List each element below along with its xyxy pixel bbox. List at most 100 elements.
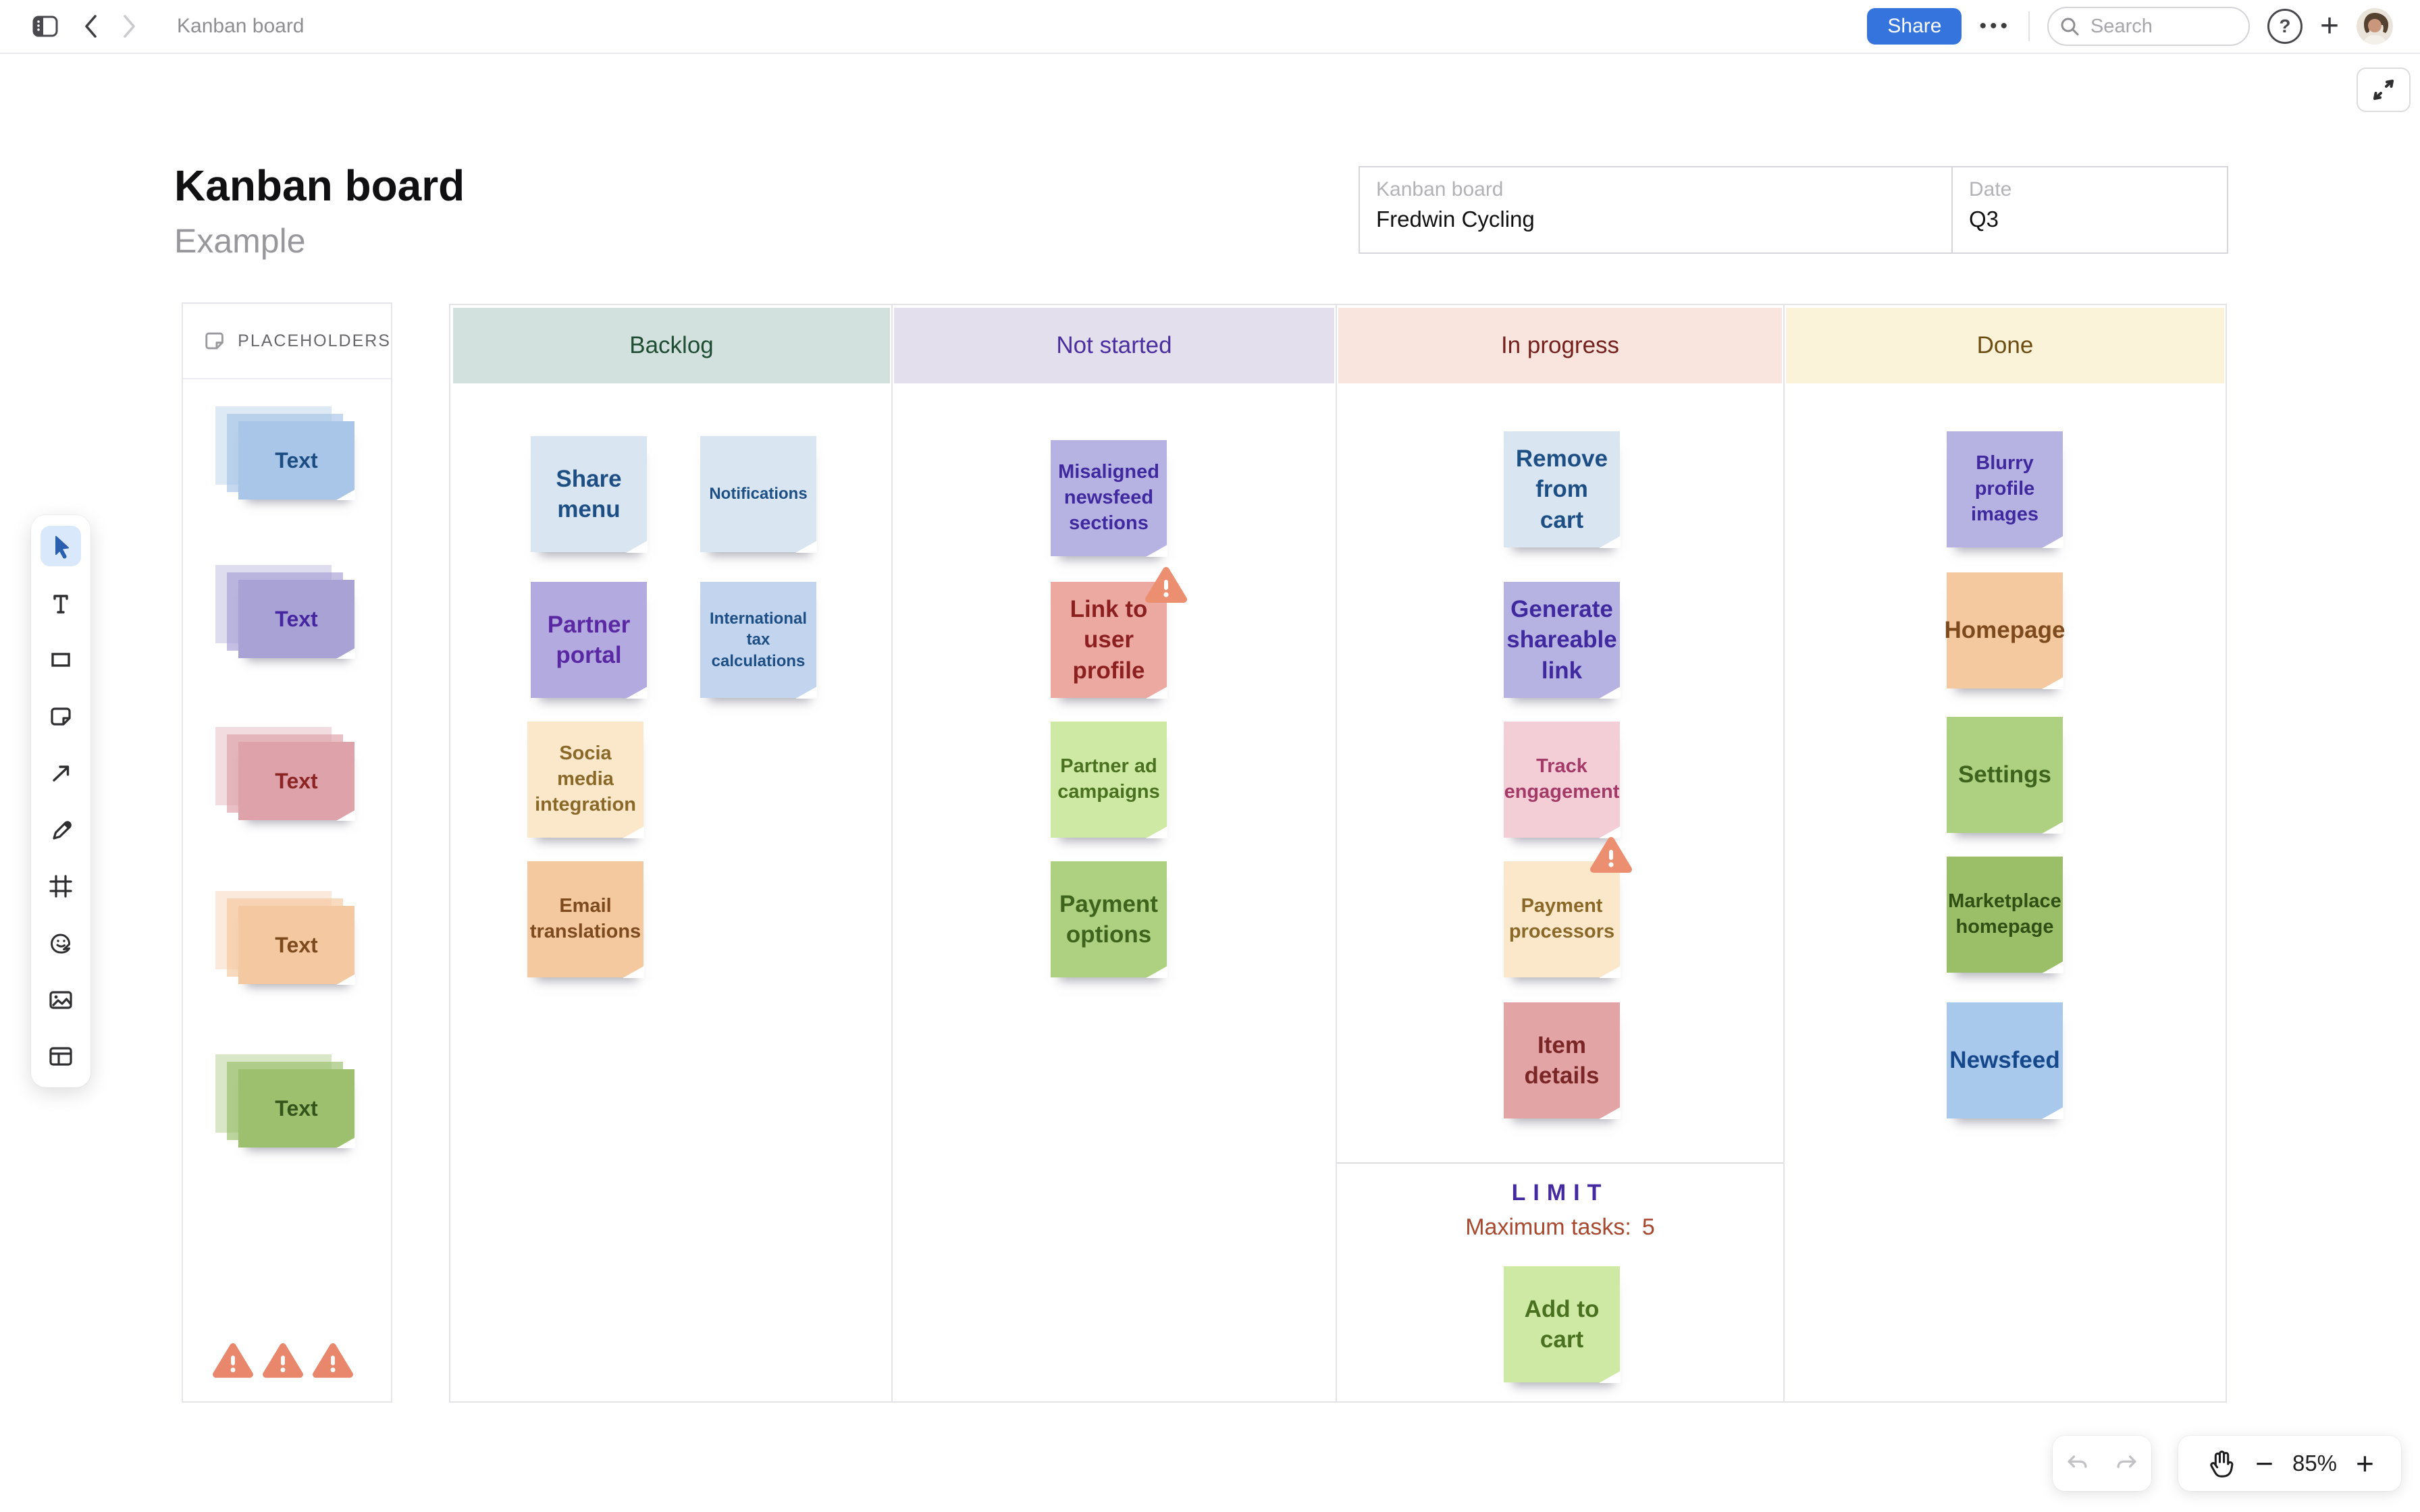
sidebar-toggle-icon[interactable]: [30, 11, 61, 41]
card-label: Newsfeed: [1949, 1047, 2060, 1074]
tool-pen[interactable]: [41, 809, 81, 850]
rectangle-icon: [51, 653, 70, 667]
forward-button[interactable]: [120, 12, 139, 40]
tool-image[interactable]: [41, 979, 81, 1020]
tool-sticky-note[interactable]: [41, 696, 81, 736]
sticky-note-icon: [205, 332, 223, 350]
card-item-details[interactable]: Item details: [1504, 1002, 1621, 1119]
card-remove-from-cart[interactable]: Remove from cart: [1504, 431, 1621, 548]
card-share-menu[interactable]: Share menu: [531, 436, 648, 553]
image-icon: [49, 991, 72, 1009]
chevron-right-icon: [124, 15, 135, 38]
limit-block: LIMIT Maximum tasks:5: [1337, 1180, 1783, 1241]
column-header-in-progress[interactable]: In progress: [1338, 308, 1782, 383]
tool-table[interactable]: [41, 1036, 81, 1077]
expand-icon: [2373, 80, 2394, 100]
stack-front-card: Text: [238, 421, 355, 500]
tool-shape[interactable]: [41, 639, 81, 680]
cursor-icon: [55, 536, 69, 559]
tool-frame[interactable]: [41, 866, 81, 907]
card-track-engagement[interactable]: Track engagement: [1504, 722, 1621, 838]
limit-title: LIMIT: [1511, 1180, 1609, 1206]
placeholders-panel: PLACEHOLDERS Text Text Text Text Text: [182, 302, 392, 1403]
meta-date-value: Q3: [1969, 207, 1999, 232]
placeholder-stack-orange[interactable]: Text: [215, 891, 355, 985]
card-label: Link to user profile: [1070, 595, 1148, 684]
card-newsfeed[interactable]: Newsfeed: [1947, 1002, 2063, 1119]
card-homepage[interactable]: Homepage: [1944, 572, 2066, 689]
placeholder-stack-purple[interactable]: Text: [215, 565, 355, 659]
card-add-to-cart[interactable]: Add to cart: [1504, 1266, 1621, 1383]
card-label: Homepage: [1944, 617, 2066, 644]
tool-arrow[interactable]: [41, 753, 81, 793]
column-header-backlog[interactable]: Backlog: [453, 308, 890, 383]
card-generate-shareable-link[interactable]: Generate shareable link: [1504, 582, 1621, 699]
search-input[interactable]: [2047, 7, 2250, 46]
limit-value: 5: [1641, 1214, 1655, 1240]
redo-button[interactable]: [2112, 1449, 2142, 1478]
card-partner-ad-campaigns[interactable]: Partner ad campaigns: [1051, 722, 1167, 838]
share-button[interactable]: Share: [1867, 8, 1962, 45]
card-notifications[interactable]: Notifications: [700, 436, 817, 553]
stack-front-card: Text: [238, 742, 355, 821]
placeholder-stack-blue[interactable]: Text: [215, 406, 355, 500]
placeholder-stack-red[interactable]: Text: [215, 727, 355, 821]
card-international-tax[interactable]: International tax calculations: [700, 582, 817, 699]
card-label: Add to cart: [1524, 1295, 1600, 1353]
column-label: Backlog: [629, 332, 714, 358]
card-link-to-user-profile[interactable]: Link to user profile: [1051, 567, 1187, 699]
meta-cell-date[interactable]: Date Q3: [1953, 167, 2227, 252]
meta-name-value: Fredwin Cycling: [1376, 207, 1535, 232]
help-icon[interactable]: ?: [2267, 9, 2303, 44]
column-label: Done: [1976, 332, 2034, 358]
more-options-icon[interactable]: •••: [1979, 15, 2011, 37]
stack-label: Text: [275, 932, 318, 957]
column-divider: [1783, 305, 1785, 1401]
sidebar-toggle-glyph: [32, 16, 58, 37]
warning-icon[interactable]: [261, 1342, 305, 1380]
tool-text[interactable]: [41, 583, 81, 623]
card-email-translations[interactable]: Email translations: [527, 861, 644, 978]
card-misaligned-newsfeed[interactable]: Misaligned newsfeed sections: [1051, 440, 1167, 557]
document-title: Kanban board: [177, 15, 305, 37]
tools-palette: [31, 515, 90, 1087]
new-document-icon[interactable]: +: [2319, 8, 2339, 44]
card-settings[interactable]: Settings: [1947, 717, 2063, 834]
placeholder-stack-green[interactable]: Text: [215, 1054, 355, 1148]
card-label: Item details: [1524, 1031, 1600, 1089]
card-label: International tax calculations: [709, 610, 807, 670]
card-marketplace-homepage[interactable]: Marketplace homepage: [1947, 857, 2063, 973]
topbar-left: Kanban board: [0, 11, 305, 41]
tool-sticker[interactable]: [41, 923, 81, 963]
stack-label: Text: [275, 448, 318, 473]
expand-button[interactable]: [2357, 68, 2411, 112]
tool-select[interactable]: [41, 526, 81, 566]
column-divider: [1336, 305, 1337, 1401]
warning-icon[interactable]: [211, 1342, 255, 1380]
pencil-icon: [53, 821, 72, 840]
meta-cell-name[interactable]: Kanban board Fredwin Cycling: [1360, 167, 1953, 252]
zoom-controls: − 85% +: [2178, 1436, 2401, 1491]
pan-tool-button[interactable]: [2205, 1448, 2236, 1479]
zoom-in-button[interactable]: +: [2356, 1446, 2374, 1481]
card-social-media-integration[interactable]: Socia media integration: [527, 722, 644, 838]
zoom-out-button[interactable]: −: [2255, 1446, 2273, 1481]
frame-icon: [49, 875, 72, 898]
card-label: Track engagement: [1504, 755, 1620, 803]
card-blurry-profile-images[interactable]: Blurry profile images: [1947, 431, 2063, 548]
back-button[interactable]: [81, 12, 100, 40]
warning-icon[interactable]: [311, 1342, 354, 1380]
undo-button[interactable]: [2062, 1449, 2092, 1478]
card-payment-processors[interactable]: Payment processors: [1504, 837, 1632, 978]
limit-subtitle: Maximum tasks:5: [1337, 1214, 1783, 1241]
card-label: Notifications: [709, 485, 808, 504]
column-header-not-started[interactable]: Not started: [894, 308, 1334, 383]
column-header-done[interactable]: Done: [1786, 308, 2224, 383]
stack-front-card: Text: [238, 1069, 355, 1148]
stack-label: Text: [275, 768, 318, 793]
sticky-note-icon: [51, 707, 71, 726]
card-partner-portal[interactable]: Partner portal: [531, 582, 648, 699]
card-payment-options[interactable]: Payment options: [1051, 861, 1167, 978]
limit-divider: [1337, 1162, 1783, 1164]
avatar[interactable]: [2357, 8, 2393, 45]
